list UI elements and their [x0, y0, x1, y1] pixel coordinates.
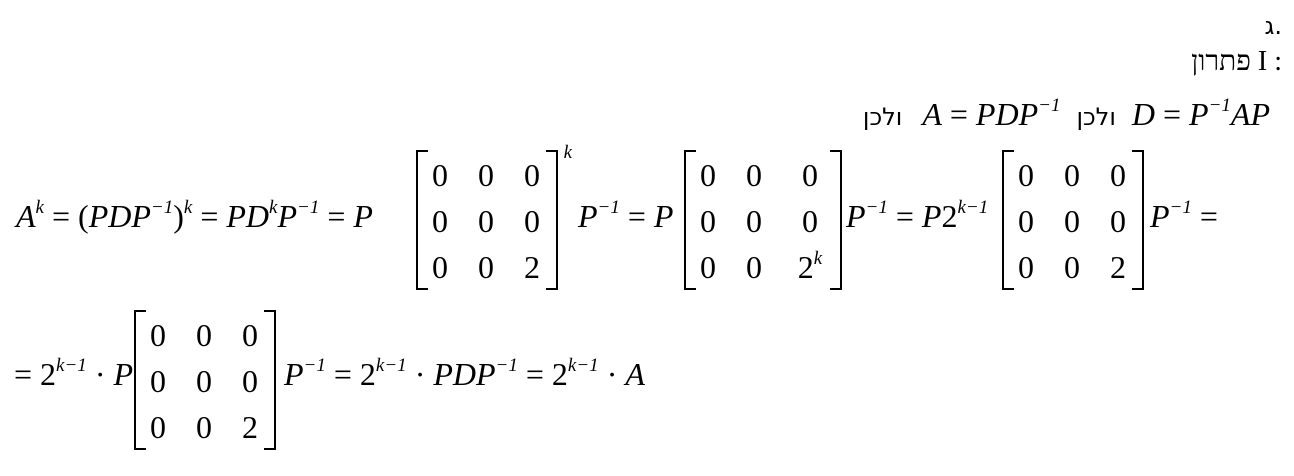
line2-tail: P−1 = 2k−1 · PDP−1 = 2k−1 · A [284, 355, 645, 392]
matrix-cell: 0 [1018, 249, 1034, 285]
line1-mid1: P−1 = P [578, 197, 674, 234]
matrix-cell: 0 [1018, 203, 1034, 239]
matrix-cell: 0 [746, 157, 762, 193]
matrix-cell: 0 [432, 203, 448, 239]
matrix-cell: 0 [196, 317, 212, 353]
matrix-cell: 0 [524, 157, 540, 193]
matrix-cell: 0 [802, 157, 818, 193]
intro-line: ולכן A = PDP−1 ולכן D = P−1AP [862, 95, 1270, 132]
right-bracket [830, 150, 842, 290]
matrix-cell: 0 [524, 203, 540, 239]
matrix-cell: 0 [478, 157, 494, 193]
intro-relation-2: A [922, 96, 942, 132]
right-bracket [264, 310, 276, 450]
intro-word-2: ולכן [862, 103, 903, 131]
left-bracket [416, 150, 428, 290]
matrix-cell: 0 [746, 203, 762, 239]
matrix-cell: 0 [242, 363, 258, 399]
line1-lhs: Ak = (PDP−1)k = PDkP−1 = P [16, 197, 373, 234]
line1-tail: P−1 = [1150, 197, 1218, 234]
right-bracket [1132, 150, 1144, 290]
matrix-cell: 0 [150, 409, 166, 445]
matrix-cell: 0 [196, 363, 212, 399]
line2-lhs: = 2k−1 · P [14, 355, 134, 392]
matrix-cell: 0 [700, 203, 716, 239]
matrix-cell: 0 [150, 363, 166, 399]
solution-title: פתרון I : [1191, 46, 1282, 77]
matrix-cell: 0 [746, 249, 762, 285]
right-bracket [546, 150, 558, 290]
matrix-cell: 0 [1064, 157, 1080, 193]
matrix-cell: 0 [196, 409, 212, 445]
matrix-cell: 0 [432, 157, 448, 193]
line1-mid2: P−1 = P2k−1 [846, 197, 989, 234]
matrix-cell: 0 [432, 249, 448, 285]
matrix-cell: 0 [1064, 203, 1080, 239]
matrix-1-exponent: k [563, 142, 572, 163]
matrix-cell: 0 [478, 249, 494, 285]
matrix-cell: 0 [1018, 157, 1034, 193]
matrix-cell: 0 [1064, 249, 1080, 285]
matrix-cell: 0 [700, 249, 716, 285]
matrix-cell: 0 [150, 317, 166, 353]
intro-relation-1: D [1131, 96, 1155, 132]
matrix-cell: 2 [524, 249, 540, 285]
matrix-cell: 2 [242, 409, 258, 445]
matrix-cell: 2k [797, 248, 823, 285]
matrix-cell: 2 [1110, 249, 1126, 285]
section-label: ג. [1264, 12, 1282, 40]
intro-word-1: ולכן [1076, 103, 1116, 131]
matrix-cell: 0 [478, 203, 494, 239]
matrix-cell: 0 [1110, 203, 1126, 239]
left-bracket [134, 310, 146, 450]
matrix-cell: 0 [1110, 157, 1126, 193]
matrix-cell: 0 [802, 203, 818, 239]
matrix-cell: 0 [242, 317, 258, 353]
matrix-cell: 0 [700, 157, 716, 193]
left-bracket [684, 150, 696, 290]
left-bracket [1002, 150, 1014, 290]
